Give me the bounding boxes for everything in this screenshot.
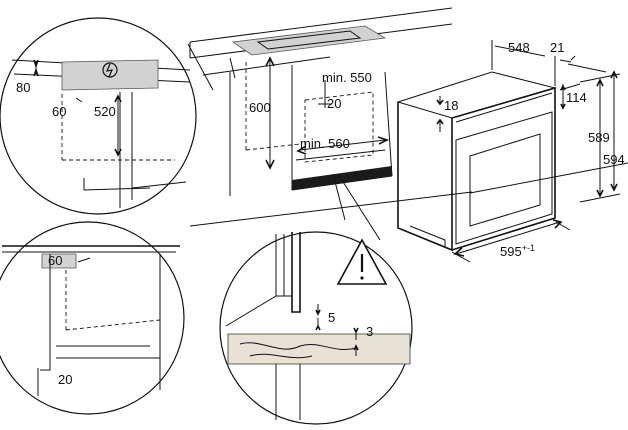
detail-circle-bottom <box>219 231 413 425</box>
dim-bottom-5: 5 <box>328 310 335 325</box>
dim-detail-520: 520 <box>94 104 116 119</box>
worktop-section <box>227 333 411 365</box>
dim-lower-60: 60 <box>48 253 62 268</box>
dim-oven-589: 589 <box>588 130 610 145</box>
dim-niche-depth: min. 550 <box>322 70 372 85</box>
dim-oven-width-value: 595 <box>500 244 522 259</box>
dim-oven-width-tol: +-1 <box>522 243 535 253</box>
dim-detail-60: 60 <box>52 104 66 119</box>
dim-bottom-3: 3 <box>366 324 373 339</box>
dim-oven-depth: 548 <box>508 40 530 55</box>
oven <box>396 40 621 263</box>
dim-niche-gap: 20 <box>327 96 341 111</box>
kitchen-cabinet <box>189 7 628 227</box>
dim-oven-width: 595+-1 <box>500 243 535 259</box>
callout-bottom <box>332 173 381 241</box>
hob-panel <box>231 25 387 56</box>
dim-oven-594: 594 <box>603 152 625 167</box>
warning-triangle-icon <box>336 238 388 285</box>
vent-strip <box>292 166 392 190</box>
detail-circle-bottomleft <box>0 221 185 415</box>
power-plug-icon <box>102 62 118 78</box>
dim-oven-114: 114 <box>566 90 587 105</box>
dim-lower-20: 20 <box>58 372 72 387</box>
dim-detail-80: 80 <box>16 80 30 95</box>
dim-oven-offset: 21 <box>550 40 564 55</box>
dim-niche-height: 600 <box>249 100 271 115</box>
detail-circle-topleft <box>0 17 197 215</box>
callout-topleft <box>187 43 236 91</box>
dim-oven-18: 18 <box>444 98 458 113</box>
dim-niche-width: min. 560 <box>300 136 350 151</box>
